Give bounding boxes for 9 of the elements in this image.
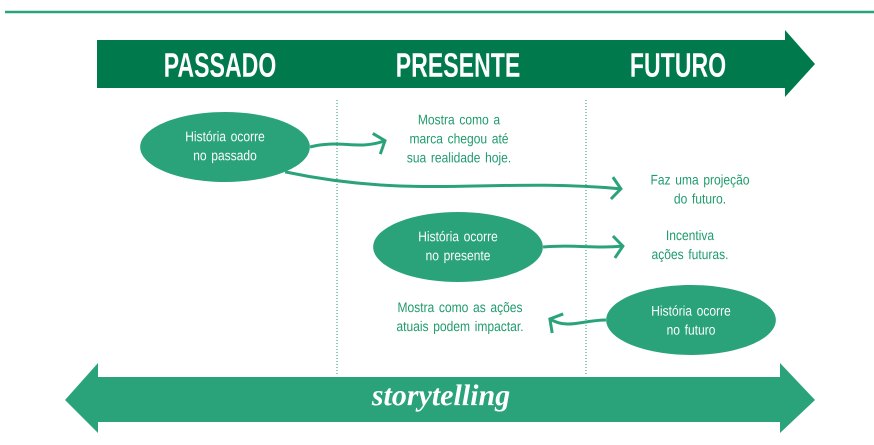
curved-arrow: [548, 312, 606, 334]
curved-arrow: [310, 132, 387, 155]
double-arrow-band: storytelling: [65, 363, 815, 433]
curved-arrow: [284, 170, 623, 200]
curved-arrow: [542, 234, 625, 259]
note-text: Mostra como as ações atuais podem impactar.: [396, 302, 522, 334]
note-text: Incentiva ações futuras.: [652, 230, 728, 262]
note-text: Faz uma projeção do futuro.: [652, 174, 749, 204]
note-text: Mostra como a marca chegou até sua realidade hoje.: [407, 114, 510, 166]
